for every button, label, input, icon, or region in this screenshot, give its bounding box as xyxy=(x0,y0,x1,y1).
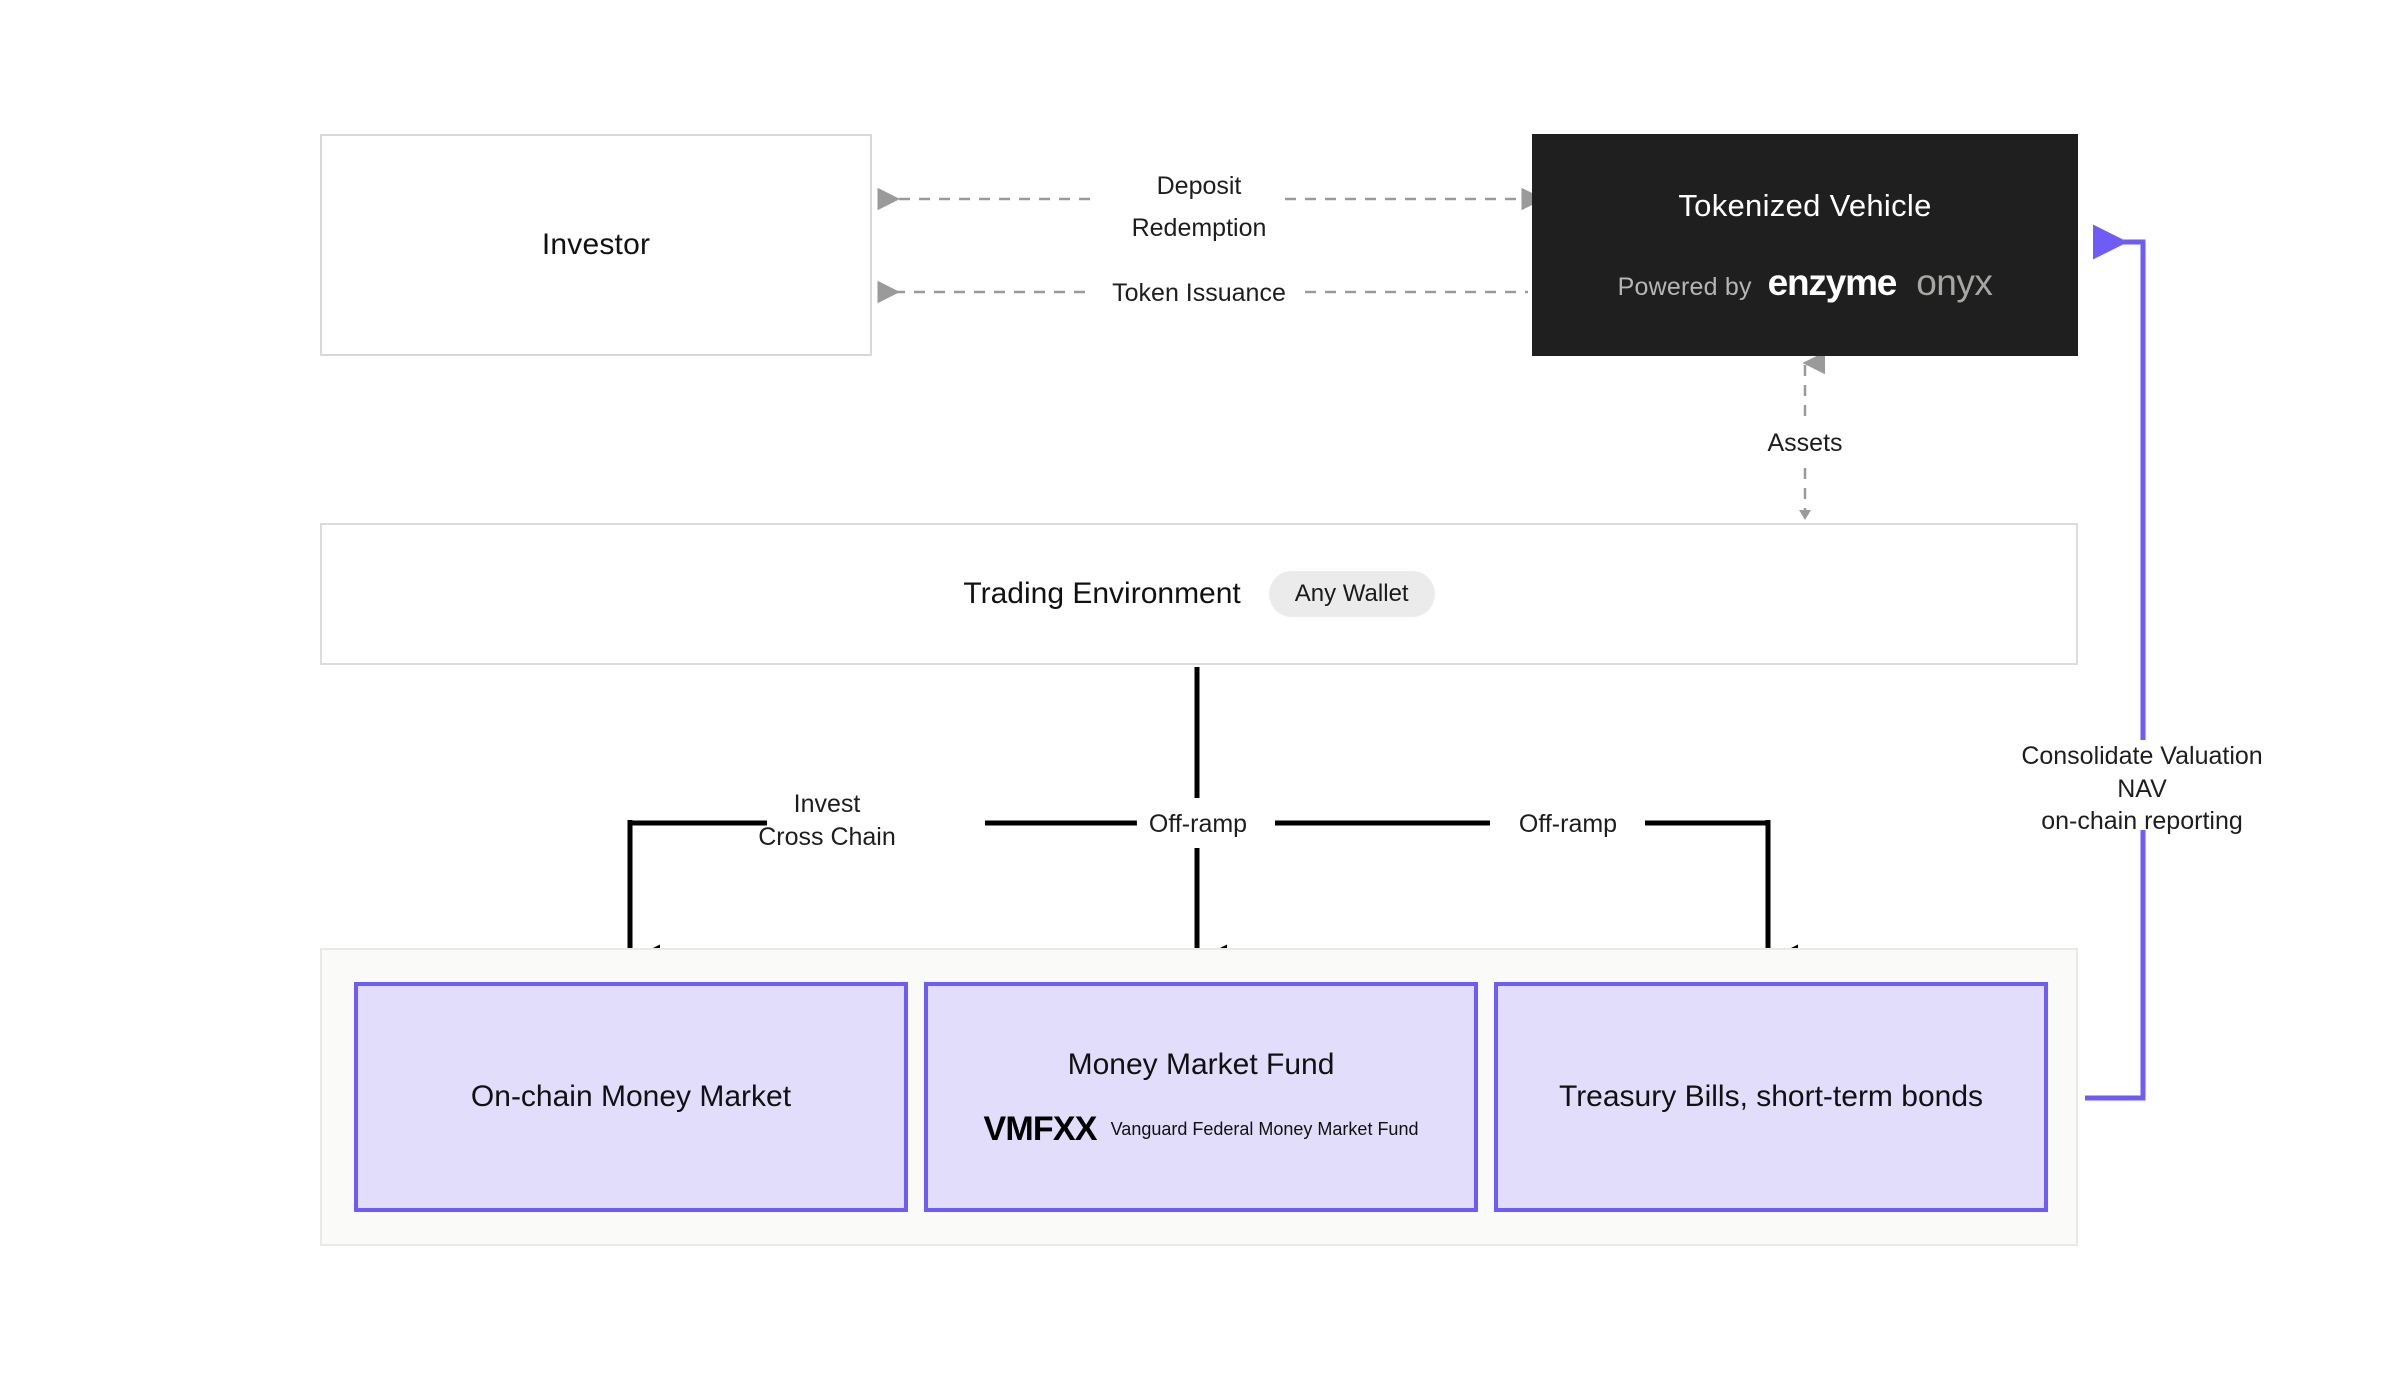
product-card-treasury-bills[interactable]: Treasury Bills, short-term bonds xyxy=(1494,982,2048,1212)
product-card-money-market-fund[interactable]: Money Market Fund VMFXX Vanguard Federal… xyxy=(924,982,1478,1212)
product-title: Money Market Fund xyxy=(1067,1047,1335,1081)
redemption-label: Redemption xyxy=(1119,212,1279,245)
off-ramp-left-label: Off-ramp xyxy=(1136,808,1260,841)
product-title: Treasury Bills, short-term bonds xyxy=(1558,1080,1983,1114)
off-ramp-right-label: Off-ramp xyxy=(1506,808,1630,841)
investor-box[interactable]: Investor xyxy=(320,134,872,356)
enzyme-logo: enzyme xyxy=(1767,262,1898,303)
powered-by-label: Powered by xyxy=(1617,273,1752,301)
token-issuance-label: Token Issuance xyxy=(1100,277,1298,310)
vmfxx-logo: VMFXX Vanguard Federal Money Market Fund xyxy=(984,1110,1419,1149)
tokenized-vehicle-title: Tokenized Vehicle xyxy=(1678,188,1932,223)
nav-reporting-label: Consolidate Valuation NAV on-chain repor… xyxy=(2021,742,2263,835)
trading-environment-label: Trading Environment xyxy=(963,577,1241,610)
nav-reporting-connector xyxy=(2085,224,2146,1101)
product-card-on-chain-money-market[interactable]: On-chain Money Market xyxy=(354,982,908,1212)
deposit-label: Deposit xyxy=(1144,170,1254,203)
investor-label: Investor xyxy=(541,228,651,261)
product-title: On-chain Money Market xyxy=(470,1080,792,1114)
any-wallet-badge[interactable]: Any Wallet xyxy=(1268,571,1435,617)
powered-by-row: Powered by enzyme onyx xyxy=(1532,262,2078,304)
products-container: On-chain Money Market Money Market Fund … xyxy=(320,948,2078,1246)
invest-cross-chain-label: Invest Cross Chain xyxy=(758,790,896,851)
tokenized-vehicle-box[interactable]: Tokenized Vehicle Powered by enzyme onyx xyxy=(1532,134,2078,356)
vmfxx-fund-name: Vanguard Federal Money Market Fund xyxy=(1110,1119,1419,1140)
assets-label: Assets xyxy=(1755,427,1855,460)
vmfxx-ticker: VMFXX xyxy=(983,1110,1098,1149)
trading-environment-box[interactable]: Trading Environment Any Wallet xyxy=(320,523,2078,665)
onyx-logo: onyx xyxy=(1916,262,1993,303)
